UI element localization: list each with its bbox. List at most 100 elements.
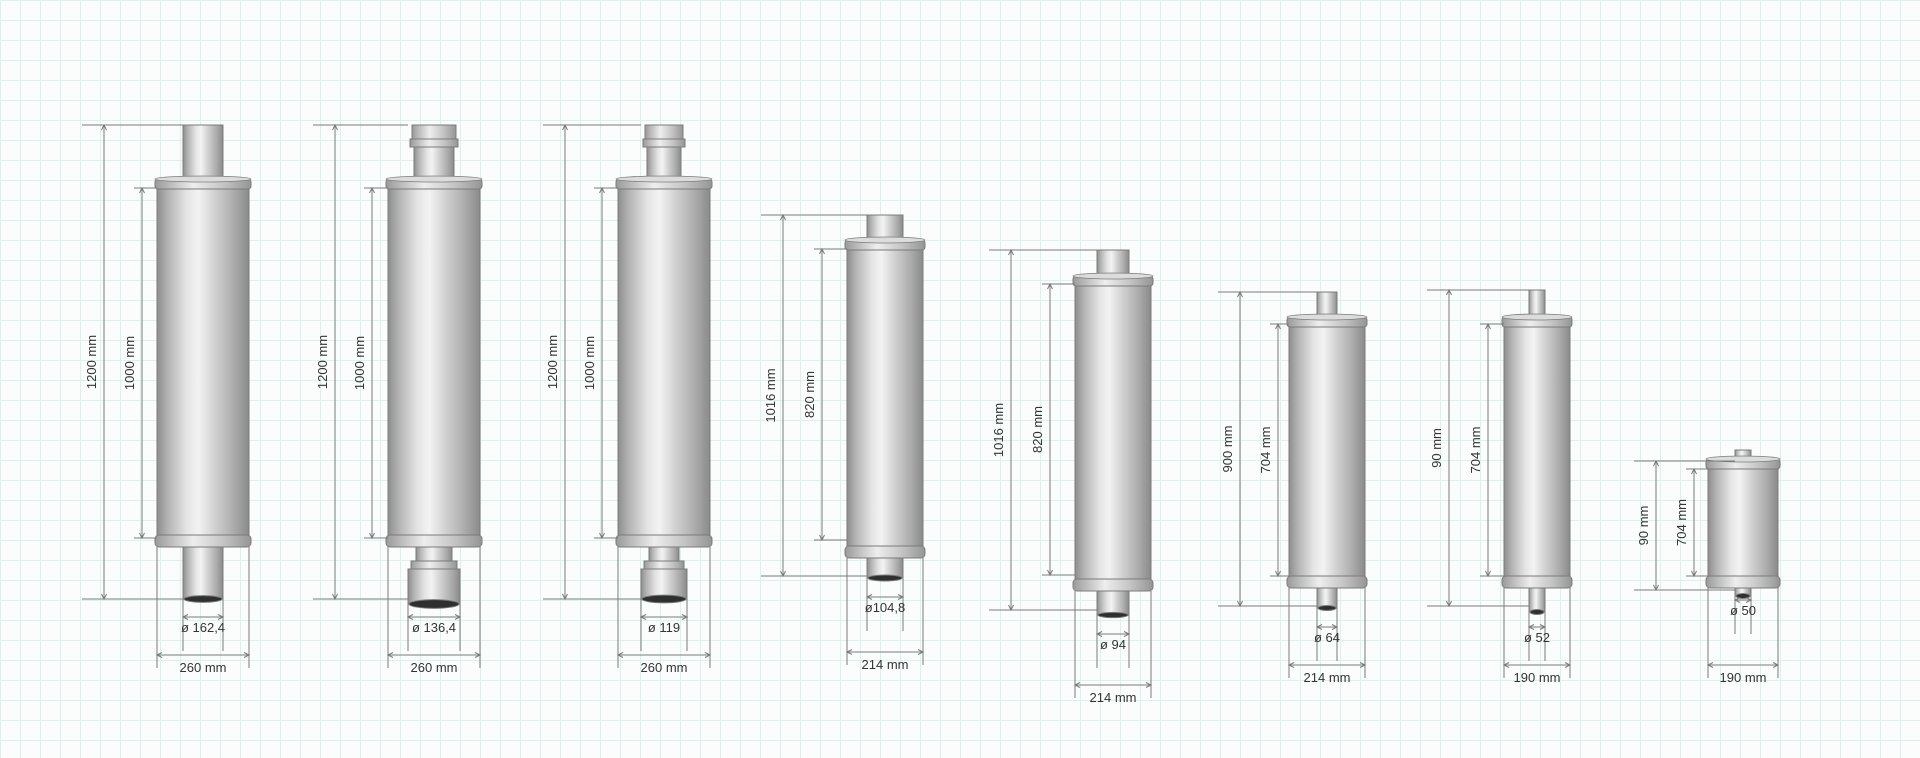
body-height-line-arrow-a xyxy=(1485,322,1491,330)
top-cap xyxy=(154,175,252,183)
body-width-label: 214 mm xyxy=(1304,670,1351,685)
outlet-diameter-label: ø 136,4 xyxy=(412,620,456,635)
overall-height-line-arrow-a xyxy=(780,213,786,221)
body-width-line-arrow-a xyxy=(1073,682,1081,688)
body-height-label: 704 mm xyxy=(1258,427,1273,474)
outlet-diameter-line-arrow-b xyxy=(1331,624,1339,630)
body-height-label: 820 mm xyxy=(802,371,817,418)
outlet-opening xyxy=(867,574,903,582)
bottom-flange xyxy=(154,534,252,548)
outlet-diameter-label: ø 94 xyxy=(1100,637,1126,652)
body-height-line-arrow-b xyxy=(1485,570,1491,578)
bottom-flange xyxy=(1072,578,1154,592)
top-nozzle xyxy=(642,124,686,184)
overall-height-line-arrow-a xyxy=(332,123,338,131)
body-width-label: 260 mm xyxy=(411,660,458,675)
outlet-diameter-line-arrow-a xyxy=(639,614,647,620)
overall-height-line-arrow-a xyxy=(1446,288,1452,296)
outlet-diameter-label: ø 52 xyxy=(1524,630,1550,645)
muffler-body xyxy=(1503,320,1571,583)
body-height-line-arrow-b xyxy=(819,534,825,542)
outlet-diameter-line-arrow-b xyxy=(681,614,689,620)
top-cap xyxy=(1501,313,1573,321)
nozzle-neck xyxy=(415,546,453,562)
body-width-label: 260 mm xyxy=(641,660,688,675)
outlet-diameter-line-arrow-a xyxy=(1315,624,1323,630)
outlet-diameter-line-arrow-b xyxy=(1539,624,1547,630)
body-width-label: 190 mm xyxy=(1514,670,1561,685)
outlet-diameter-line-arrow-a xyxy=(1733,597,1741,603)
overall-height-label: 90 mm xyxy=(1636,506,1651,546)
body-height-line-arrow-a xyxy=(139,186,145,194)
body-height-label: 704 mm xyxy=(1674,499,1689,546)
bottom-flange xyxy=(844,545,926,559)
outlet-diameter-label: ø 50 xyxy=(1730,603,1756,618)
muffler-body xyxy=(617,182,711,542)
outlet-diameter-line-arrow-b xyxy=(897,594,905,600)
overall-height-line-arrow-b xyxy=(1237,600,1243,608)
top-cap xyxy=(615,175,713,183)
nozzle-ring xyxy=(642,138,686,148)
overall-height-line-arrow-b xyxy=(332,593,338,601)
overall-height-label: 90 mm xyxy=(1429,428,1444,468)
overall-height-line-arrow-b xyxy=(562,593,568,601)
body-width-line-arrow-b xyxy=(474,652,482,658)
outlet-diameter-line-arrow-a xyxy=(406,614,414,620)
outlet-diameter-line-arrow-a xyxy=(181,614,189,620)
body-height-line-arrow-a xyxy=(1275,322,1281,330)
outlet-diameter-label: ø104,8 xyxy=(865,600,905,615)
outlet-opening xyxy=(1097,611,1129,619)
bottom-nozzle xyxy=(1316,587,1338,611)
outlet-opening xyxy=(1529,609,1545,615)
outlet-opening xyxy=(1317,605,1337,611)
bottom-nozzle xyxy=(640,546,688,604)
outlet-diameter-line-arrow-a xyxy=(865,594,873,600)
nozzle-pipe xyxy=(1528,587,1546,613)
overall-height-line-arrow-a xyxy=(1008,248,1014,256)
nozzle-neck xyxy=(648,546,680,562)
outlet-diameter-line-arrow-a xyxy=(1527,624,1535,630)
overall-height-label: 1200 mm xyxy=(315,335,330,389)
outlet-diameter-line-arrow-b xyxy=(1123,631,1131,637)
muffler-body xyxy=(387,182,481,542)
body-height-label: 1000 mm xyxy=(582,336,597,390)
body-height-line-arrow-b xyxy=(1691,570,1697,578)
bottom-nozzle xyxy=(1734,587,1752,599)
muffler-body xyxy=(1074,279,1152,586)
overall-height-label: 900 mm xyxy=(1220,426,1235,473)
top-cap xyxy=(1286,313,1368,321)
bottom-nozzle xyxy=(1096,590,1130,619)
overall-height-line-arrow-a xyxy=(101,123,107,131)
overall-height-line-arrow-a xyxy=(1237,290,1243,298)
nozzle-ring xyxy=(410,560,458,570)
nozzle-step-lower xyxy=(640,568,688,600)
muffler-body xyxy=(156,182,250,542)
bottom-nozzle xyxy=(1528,587,1546,615)
body-height-label: 820 mm xyxy=(1030,406,1045,453)
top-nozzle xyxy=(409,124,459,184)
body-height-line-arrow-a xyxy=(819,247,825,255)
bottom-nozzle xyxy=(407,546,461,609)
nozzle-ring xyxy=(409,138,459,148)
outlet-diameter-label: ø 119 xyxy=(648,620,680,635)
body-width-line-arrow-b xyxy=(1564,662,1572,668)
body-width-line-arrow-b xyxy=(1772,662,1780,668)
muffler-body xyxy=(1707,462,1779,583)
outlet-diameter-label: ø 162,4 xyxy=(181,620,225,635)
bottom-nozzle xyxy=(182,546,224,603)
body-height-line-arrow-b xyxy=(369,532,375,540)
bottom-flange xyxy=(1286,575,1368,589)
nozzle-pipe xyxy=(1096,590,1130,616)
